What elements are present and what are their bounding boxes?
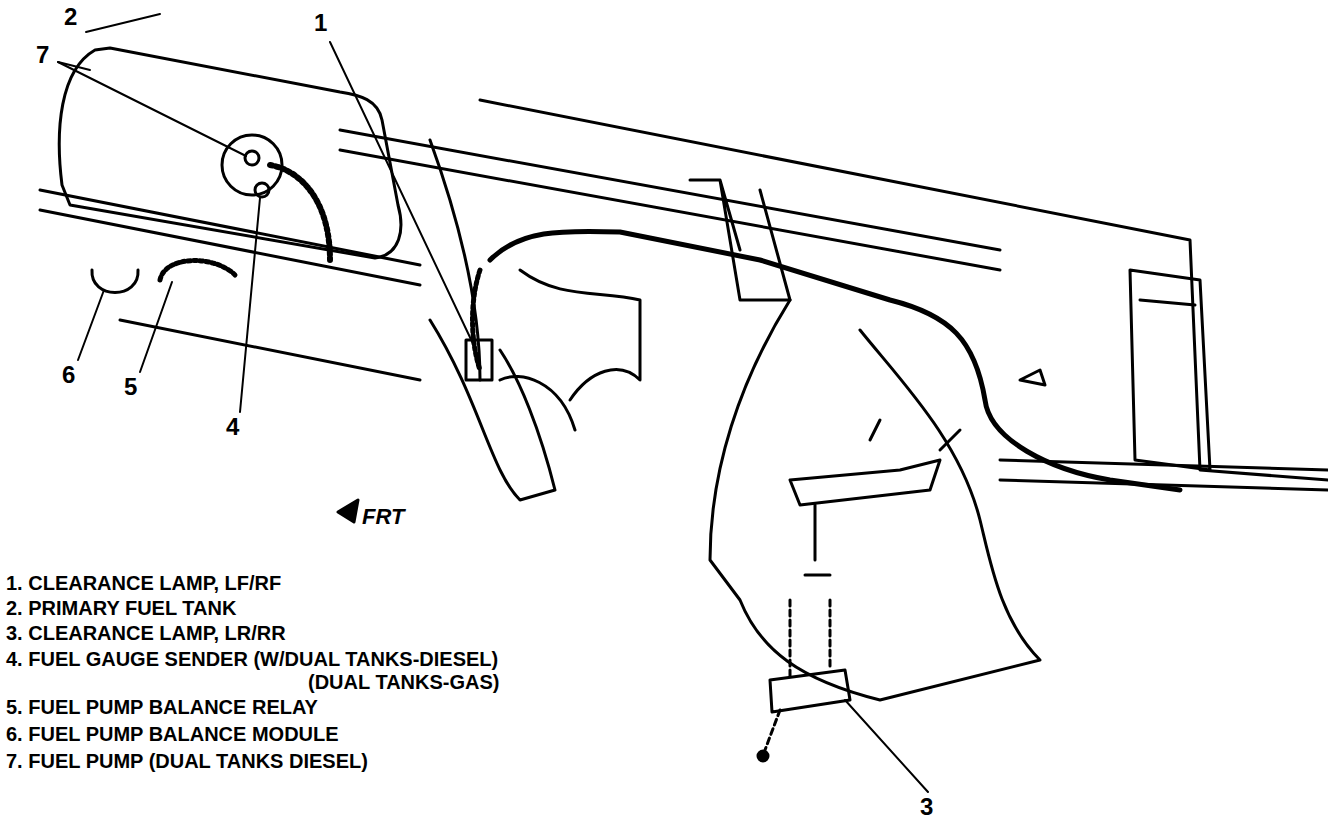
key-entry: 2. PRIMARY FUEL TANK xyxy=(6,597,236,619)
leader-line xyxy=(86,14,160,32)
wheel-well xyxy=(710,300,1040,700)
wheel-well xyxy=(520,270,640,400)
callout-number: 1 xyxy=(314,10,327,36)
key-entry: 4. FUEL GAUGE SENDER (W/DUAL TANKS-DIESE… xyxy=(6,648,498,670)
callout-number: 6 xyxy=(62,362,75,388)
clearance-lamp-rear xyxy=(770,670,850,712)
leader-line xyxy=(330,42,476,350)
key-entry: 7. FUEL PUMP (DUAL TANKS DIESEL) xyxy=(6,750,368,772)
frame-rail xyxy=(40,190,420,380)
wiring-harness xyxy=(490,231,1180,490)
leader-line xyxy=(140,282,172,372)
key-entry: 6. FUEL PUMP BALANCE MODULE xyxy=(6,723,339,745)
leader-line xyxy=(78,290,104,360)
fuel-pump xyxy=(245,151,259,165)
fuel-gauge-sender xyxy=(255,183,269,197)
callout-number: 5 xyxy=(124,374,137,400)
balance-module xyxy=(92,270,138,293)
direction-label: FRT xyxy=(362,505,404,529)
front-arrow xyxy=(338,500,358,522)
bolt xyxy=(1020,370,1045,385)
bed-line xyxy=(340,130,1328,490)
key-entry: (DUAL TANKS-GAS) xyxy=(308,671,499,693)
lamp-bracket xyxy=(790,420,960,505)
leader-line xyxy=(240,198,260,412)
key-entry: 5. FUEL PUMP BALANCE RELAY xyxy=(6,696,318,718)
wiring-harness xyxy=(270,165,330,260)
key-entry: 3. CLEARANCE LAMP, LR/RR xyxy=(6,622,286,644)
crossmember xyxy=(690,180,790,300)
balance-relay xyxy=(160,261,235,280)
wiring-harness xyxy=(473,270,481,370)
screw xyxy=(758,751,768,761)
wheel-well xyxy=(430,320,575,500)
key-entry: 1. CLEARANCE LAMP, LF/RF xyxy=(6,572,281,594)
leader-line xyxy=(58,62,90,70)
leader-line xyxy=(58,62,246,156)
callout-number: 7 xyxy=(36,42,49,68)
tail-lamp xyxy=(1130,270,1210,470)
clearance-lamp-front xyxy=(466,340,492,380)
callout-number: 2 xyxy=(64,4,77,30)
leader-lines xyxy=(58,14,928,792)
assembly-line xyxy=(765,600,830,750)
callout-number: 3 xyxy=(920,794,933,820)
leader-line xyxy=(845,700,928,792)
lamp-wire xyxy=(805,505,830,575)
callout-number: 4 xyxy=(226,414,239,440)
